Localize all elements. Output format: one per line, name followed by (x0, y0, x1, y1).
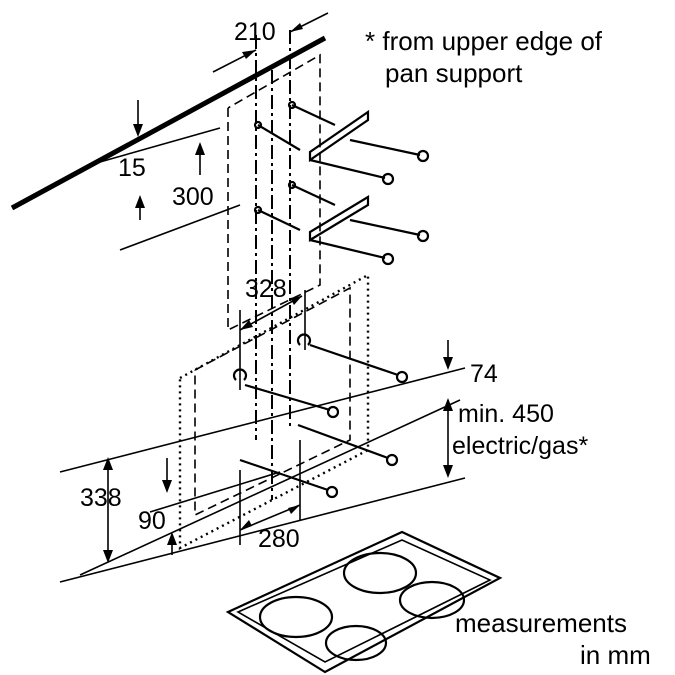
lower-bracket-inner-dashed (194, 286, 351, 517)
dimension-15 (99, 100, 221, 163)
units-line1: measurements (455, 608, 627, 638)
label-15: 15 (118, 154, 146, 182)
units-line2: in mm (580, 640, 651, 670)
label-74: 74 (470, 360, 498, 388)
label-min-450: min. 450 (458, 400, 554, 428)
dimension-280 (239, 440, 301, 545)
dimension-300 (119, 142, 241, 251)
footnote-line1: * from upper edge of (365, 26, 603, 56)
upper-bracket-outline (227, 53, 321, 332)
screw-set-upper-1 (253, 100, 430, 186)
label-300: 300 (172, 183, 214, 211)
hob (225, 530, 503, 674)
label-210: 210 (234, 18, 276, 46)
hob-burner-back-left (342, 551, 418, 595)
screw-set-upper-2 (253, 180, 430, 266)
lower-bracket-outline (178, 272, 370, 550)
footnote-line2: pan support (385, 58, 523, 88)
ceiling-line (10, 35, 327, 211)
label-338: 338 (80, 484, 122, 512)
label-electric-gas: electric/gas* (452, 432, 588, 460)
dimension-328 (239, 290, 306, 390)
label-280: 280 (258, 525, 300, 553)
hob-burner-front-right (324, 624, 388, 662)
dimension-74-450 (59, 340, 466, 583)
dimension-90 (149, 458, 281, 555)
dimension-210 (212, 12, 329, 73)
hob-burner-back-right (398, 580, 466, 620)
hob-burner-front-left (258, 595, 334, 639)
dimension-338 (103, 457, 113, 563)
label-328: 328 (245, 275, 287, 303)
label-90: 90 (138, 507, 166, 535)
screw-set-lower (232, 333, 409, 499)
